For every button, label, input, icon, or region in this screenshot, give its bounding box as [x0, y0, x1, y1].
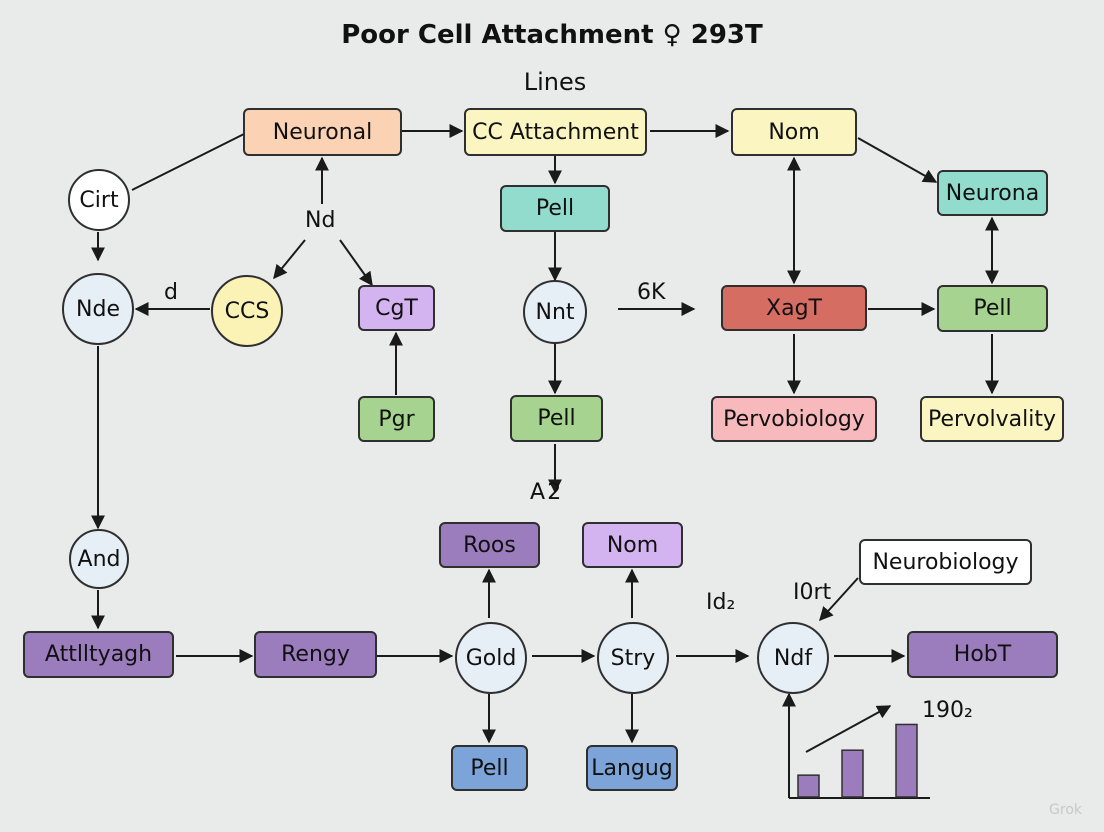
node-neurona: Neurona: [937, 170, 1048, 216]
node-cgt: CgT: [358, 285, 435, 331]
node-neurobiology: Neurobiology: [859, 539, 1032, 585]
node-pell-2: Pell: [510, 395, 603, 442]
node-cc-attachment: CC Attachment: [464, 108, 647, 156]
grok-watermark: Grok: [1049, 802, 1082, 818]
node-pgr: Pgr: [358, 396, 435, 442]
label-1902: 190₂: [922, 698, 973, 723]
diagram-title: Poor Cell Attachment ♀ 293T: [341, 20, 763, 50]
node-nom-mid: Nom: [582, 522, 683, 568]
chart-bar-1: [797, 774, 820, 798]
edge-iort-ndf: [819, 577, 859, 622]
node-pell-right: Pell: [937, 285, 1048, 332]
node-rengy: Rengy: [254, 631, 377, 678]
node-pell-1: Pell: [500, 185, 610, 232]
edge-nom-neurona: [857, 137, 938, 183]
chart-bars: [797, 723, 918, 798]
label-id2: Id₂: [706, 590, 736, 615]
label-d: d: [164, 280, 178, 305]
node-neuronal: Neuronal: [243, 108, 402, 156]
node-pervobiology: Pervobiology: [711, 396, 877, 442]
node-gold: Gold: [455, 622, 527, 694]
node-ndf: Ndf: [757, 622, 829, 694]
node-and: And: [69, 529, 129, 589]
chart-bar-3: [895, 723, 918, 798]
label-nd: Nd: [305, 208, 336, 233]
node-xagt: XagT: [721, 285, 867, 331]
node-pervolvality: Pervolvality: [920, 396, 1064, 442]
node-ccs: CCS: [211, 275, 283, 347]
diagram-subtitle: Lines: [523, 68, 587, 96]
node-stry: Stry: [597, 622, 669, 694]
edge-cirt-neuronal: [131, 133, 245, 191]
node-langug: Langug: [586, 745, 678, 791]
node-attlltyagh: Attlltyagh: [23, 631, 174, 678]
label-6k: 6K: [637, 280, 666, 305]
edge-nd-cgt: [339, 239, 373, 287]
node-roos: Roos: [439, 522, 540, 568]
label-a2: A 2: [530, 480, 562, 505]
node-nnt: Nnt: [523, 280, 587, 344]
chart-trend-arrow: [805, 705, 892, 753]
node-hobt: HobT: [907, 631, 1058, 678]
node-pell-bottom: Pell: [451, 745, 528, 791]
node-nom-top: Nom: [731, 108, 857, 156]
node-cirt: Cirt: [68, 169, 130, 231]
chart-bar-2: [841, 749, 864, 798]
edge-nd-ccs: [273, 239, 306, 280]
node-nde: Nde: [62, 273, 134, 345]
label-iort: I0rt: [793, 580, 832, 605]
